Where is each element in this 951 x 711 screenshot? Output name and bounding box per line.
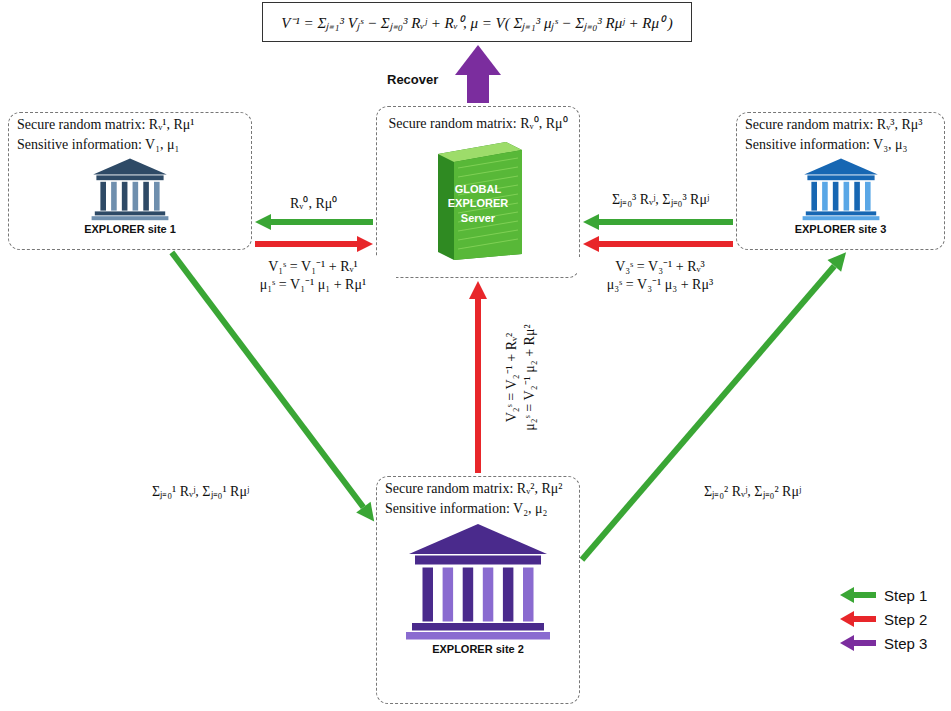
step-arrow bbox=[583, 214, 733, 230]
bank-column bbox=[133, 182, 139, 211]
swatch-arrow bbox=[840, 587, 876, 603]
arrow-shaft bbox=[599, 219, 733, 225]
bank-step bbox=[805, 211, 875, 215]
legend-swatch bbox=[838, 633, 878, 653]
arrow-shaft bbox=[475, 299, 481, 473]
arrow-head bbox=[469, 281, 487, 299]
bank-beam bbox=[415, 556, 541, 565]
legend: Step 1 Step 2 Step 3 bbox=[838, 583, 927, 655]
message-label: Σⱼ₌₀¹ Rᵥʲ, Σⱼ₌₀¹ Rμʲ bbox=[149, 482, 252, 502]
arrow-head bbox=[357, 236, 373, 252]
site-info: Sensitive information: V₃, μ₃ bbox=[737, 133, 944, 153]
bank-column bbox=[100, 182, 106, 211]
swatch-arrow bbox=[840, 611, 876, 627]
arrow-head bbox=[255, 214, 271, 230]
bank-roof bbox=[409, 524, 547, 554]
bank-step bbox=[95, 211, 165, 215]
bank-roof bbox=[804, 159, 878, 175]
step-arrow bbox=[255, 236, 373, 252]
site-info: Secure random matrix: Rᵥ², Rμ² bbox=[377, 477, 579, 497]
legend-swatch bbox=[838, 585, 878, 605]
bank-column bbox=[822, 182, 828, 211]
site-box: Secure random matrix: Rᵥ³, Rμ³Sensitive … bbox=[736, 112, 945, 250]
server-box: Secure random matrix: Rᵥ⁰, Rμ⁰ GLOBAL EXP… bbox=[376, 106, 580, 278]
bank-column bbox=[865, 182, 871, 211]
bank-column bbox=[832, 182, 838, 211]
legend-text: Step 3 bbox=[884, 635, 927, 652]
message-label: Σⱼ₌₀³ Rᵥʲ, Σⱼ₌₀³ Rμʲ bbox=[609, 190, 712, 210]
site-info: Sensitive information: V₁, μ₁ bbox=[9, 133, 251, 153]
bank-step bbox=[412, 623, 544, 631]
arrow-shaft bbox=[271, 219, 373, 225]
formula-box: V⁻¹ = Σⱼ₌₁³ Vⱼˢ − Σⱼ₌₀³ Rᵥʲ + Rᵥ⁰, μ = V… bbox=[262, 2, 692, 42]
arrow-head bbox=[583, 214, 599, 230]
bank-column bbox=[463, 568, 474, 622]
arrow-head bbox=[455, 45, 501, 75]
message-label: V₂ˢ = V₂⁻¹ + Rᵥ² μ₂ˢ = V₂⁻¹ μ₂ + Rμ² bbox=[502, 295, 539, 461]
bank-roof bbox=[93, 159, 167, 175]
step-label: Recover bbox=[384, 71, 441, 89]
bank-column bbox=[143, 182, 149, 211]
server-grille bbox=[458, 167, 518, 177]
site-name: EXPLORER site 2 bbox=[377, 643, 579, 660]
bank-column bbox=[483, 568, 494, 622]
site-info: Secure random matrix: Rᵥ¹, Rμ¹ bbox=[9, 113, 251, 133]
bank-column bbox=[423, 568, 434, 622]
bank-column bbox=[122, 182, 128, 211]
step-arrow bbox=[583, 236, 733, 252]
message-label: V₃ˢ = V₃⁻¹ + Rᵥ³ μ₃ˢ = V₃⁻¹ μ₃ + Rμ³ bbox=[577, 257, 743, 294]
bank-base bbox=[92, 216, 169, 220]
bank-column bbox=[111, 182, 117, 211]
bank-column bbox=[843, 182, 849, 211]
arrow-head bbox=[583, 236, 599, 252]
bank-column bbox=[854, 182, 860, 211]
legend-row: Step 2 bbox=[838, 607, 927, 631]
step-arrow bbox=[469, 281, 487, 473]
server-info: Secure random matrix: Rᵥ⁰, Rμ⁰ bbox=[377, 107, 579, 132]
bank-beam bbox=[807, 175, 874, 180]
bank-base bbox=[406, 632, 550, 640]
message-label: Σⱼ₌₀² Rᵥʲ, Σⱼ₌₀² Rμʲ bbox=[701, 482, 804, 502]
server-label: GLOBAL EXPLORER Server bbox=[438, 182, 518, 225]
swatch-arrow bbox=[840, 635, 876, 651]
arrow-shaft bbox=[582, 266, 834, 560]
bank-icon bbox=[90, 157, 170, 221]
bank-column bbox=[523, 568, 534, 622]
legend-text: Step 1 bbox=[884, 587, 927, 604]
legend-row: Step 3 bbox=[838, 631, 927, 655]
bank-column bbox=[503, 568, 514, 622]
site-box: Secure random matrix: Rᵥ², Rμ²Sensitive … bbox=[376, 476, 580, 704]
arrow-head bbox=[356, 502, 374, 522]
site-info: Sensitive information: V₂, μ₂ bbox=[377, 497, 579, 517]
bank-icon bbox=[403, 521, 553, 641]
server-grille bbox=[458, 230, 518, 240]
bank-beam bbox=[96, 175, 163, 180]
arrow-head bbox=[827, 252, 846, 272]
server-icon: GLOBAL EXPLORER Server bbox=[428, 138, 528, 262]
formula-text: V⁻¹ = Σⱼ₌₁³ Vⱼˢ − Σⱼ₌₀³ Rᵥʲ + Rᵥ⁰, μ = V… bbox=[269, 12, 685, 32]
arrow-shaft bbox=[467, 75, 489, 103]
step-arrow bbox=[582, 252, 846, 559]
site-name: EXPLORER site 1 bbox=[9, 223, 251, 240]
server-grille bbox=[458, 239, 518, 249]
legend-swatch bbox=[838, 609, 878, 629]
message-label: V₁ˢ = V₁⁻¹ + Rᵥ¹ μ₁ˢ = V₁⁻¹ μ₁ + Rμ¹ bbox=[230, 257, 396, 294]
message-label: Rᵥ⁰, Rμ⁰ bbox=[287, 194, 340, 214]
bank-column bbox=[154, 182, 160, 211]
step-arrow bbox=[255, 214, 373, 230]
server-side bbox=[438, 142, 522, 260]
arrow-shaft bbox=[599, 241, 733, 247]
legend-row: Step 1 bbox=[838, 583, 927, 607]
site-info: Secure random matrix: Rᵥ³, Rμ³ bbox=[737, 113, 944, 133]
site-name: EXPLORER site 3 bbox=[737, 223, 944, 240]
bank-icon bbox=[801, 157, 881, 221]
arrow-shaft bbox=[255, 241, 357, 247]
bank-column bbox=[811, 182, 817, 211]
bank-column bbox=[443, 568, 454, 622]
legend-text: Step 2 bbox=[884, 611, 927, 628]
bank-base bbox=[802, 216, 879, 220]
server-grille bbox=[458, 158, 518, 168]
site-box: Secure random matrix: Rᵥ¹, Rμ¹Sensitive … bbox=[8, 112, 252, 250]
step-arrow bbox=[455, 45, 501, 103]
